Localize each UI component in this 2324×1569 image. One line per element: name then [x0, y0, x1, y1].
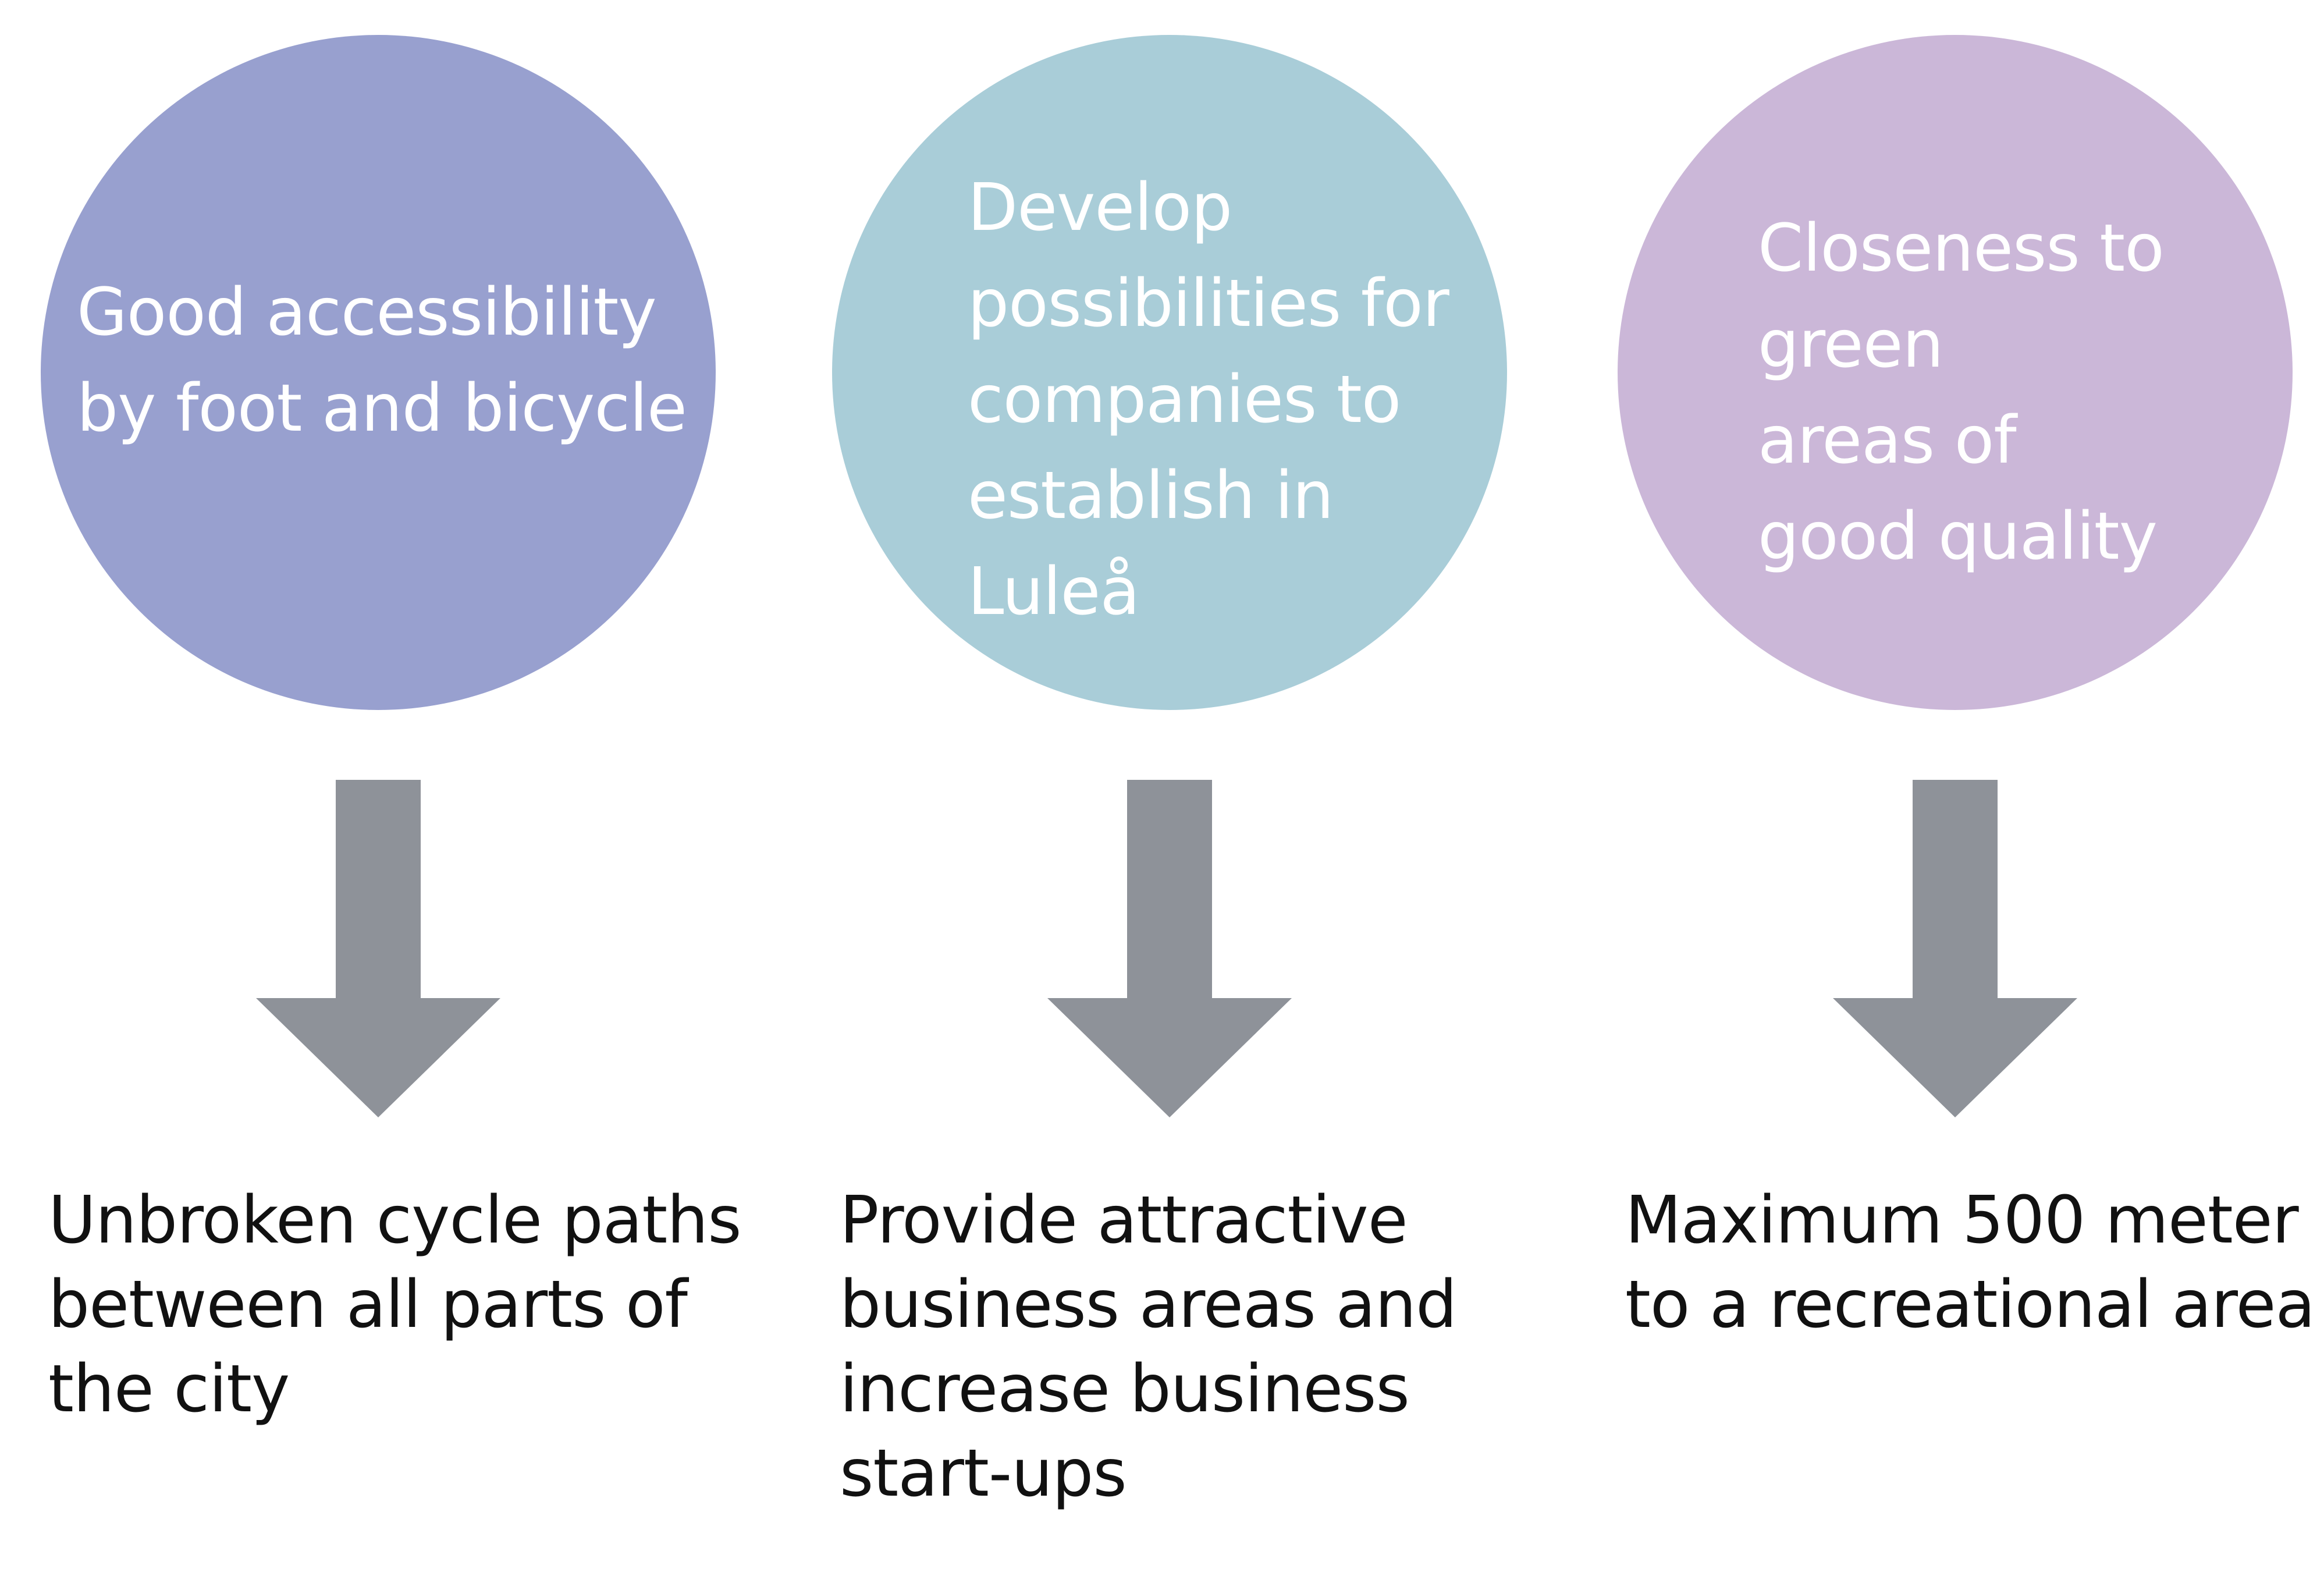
goal-circle-text: Good accessibility by foot and bicycle — [77, 275, 687, 446]
down-arrow-icon — [256, 780, 500, 1117]
down-arrow-icon — [1833, 780, 2077, 1117]
goal-circle-text: Develop possibilities for companies to e… — [968, 170, 1449, 630]
goal-circle-text: Closeness to green areas of good quality — [1758, 211, 2165, 574]
action-text: Unbroken cycle paths between all parts o… — [48, 1183, 742, 1427]
goal-circle-green-areas: Closeness to green areas of good quality — [1618, 35, 2293, 710]
goal-column-accessibility: Good accessibility by foot and bicycle U… — [41, 0, 797, 1569]
goal-circle-business: Develop possibilities for companies to e… — [832, 35, 1507, 710]
action-text: Provide attractive business areas and in… — [840, 1183, 1457, 1511]
goal-column-green-areas: Closeness to green areas of good quality… — [1618, 0, 2324, 1569]
goal-circle-accessibility: Good accessibility by foot and bicycle — [41, 35, 716, 710]
down-arrow-icon — [1047, 780, 1292, 1117]
action-text: Maximum 500 meter to a recreational area — [1625, 1183, 2315, 1343]
goal-column-business: Develop possibilities for companies to e… — [832, 0, 1589, 1569]
